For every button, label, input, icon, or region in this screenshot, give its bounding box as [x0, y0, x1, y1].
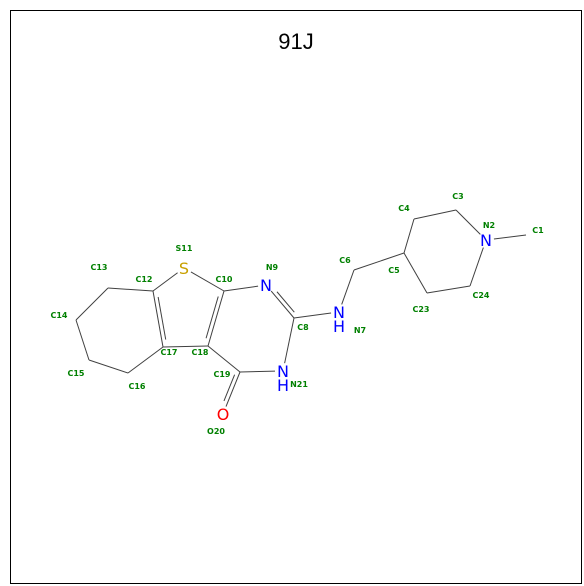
- molecule-title: 91J: [278, 29, 314, 54]
- atom-index-C14: C14: [50, 311, 67, 320]
- bond-C14-C15: [75, 319, 90, 361]
- bond-C12-C17: [157, 296, 167, 340]
- diagram-frame: 91J: [10, 10, 582, 584]
- atom-symbol-S11: S: [179, 259, 189, 278]
- bond-C8-N9: [276, 291, 295, 313]
- bond-N2-C3: [455, 209, 481, 235]
- bond-C8-N9: [270, 290, 295, 319]
- bond-C16-C17: [127, 346, 164, 374]
- bond-N9-C10: [223, 285, 259, 292]
- atom-index-C18: C18: [191, 348, 208, 357]
- bond-C19-O20: [223, 374, 236, 402]
- atom-index-C13: C13: [90, 263, 107, 272]
- atom-index-C3: C3: [452, 192, 463, 201]
- atom-index-N2: N2: [483, 221, 495, 230]
- atom-index-N21: N21: [290, 380, 308, 389]
- atom-index-C12: C12: [135, 275, 152, 284]
- atom-hydrogen-N7: H: [333, 317, 345, 336]
- atom-index-C10: C10: [215, 275, 232, 284]
- bond-lines: [75, 209, 527, 407]
- atom-index-C16: C16: [128, 382, 145, 391]
- bond-C24-N2: [469, 247, 484, 287]
- bond-C12-C17: [152, 290, 164, 348]
- atom-symbol-N9: N: [260, 276, 272, 295]
- atom-index-C4: C4: [398, 204, 410, 213]
- atom-index-C6: C6: [339, 256, 351, 265]
- bond-C19-O20: [225, 371, 241, 407]
- bond-C13-C14: [75, 287, 109, 321]
- atom-index-C24: C24: [472, 291, 489, 300]
- atom-index-C1: C1: [532, 226, 544, 235]
- atom-index-N9: N9: [266, 263, 279, 272]
- bond-C10-S11: [190, 271, 225, 292]
- atom-hydrogen-N21: H: [277, 376, 289, 395]
- atom-index-C23: C23: [412, 305, 429, 314]
- bond-C19-N21: [239, 370, 276, 373]
- bond-C23-C24: [426, 285, 471, 294]
- bond-C4-C5: [403, 218, 415, 254]
- bond-C18-C10: [205, 296, 219, 339]
- bond-S11-C12: [152, 272, 178, 292]
- bond-C12-C13: [107, 287, 154, 292]
- atom-symbol-N7: N: [333, 303, 345, 322]
- atom-index-C5: C5: [388, 266, 400, 275]
- atom-index-N7: N7: [354, 326, 366, 335]
- bond-C18-C19: [207, 345, 241, 373]
- atom-symbol-N21: N: [277, 362, 289, 381]
- atom-index-S11: S11: [176, 244, 193, 253]
- bond-C5-C23: [403, 252, 428, 294]
- atom-symbol-N2: N: [480, 231, 492, 250]
- bond-C5-C6: [353, 252, 405, 271]
- atom-index-C17: C17: [160, 348, 177, 357]
- atom-index-C15: C15: [67, 369, 84, 378]
- bond-C15-C16: [88, 359, 129, 374]
- bond-C3-C4: [413, 209, 457, 220]
- bond-N7-C8: [293, 312, 332, 319]
- bond-N21-C8: [284, 317, 295, 364]
- atom-symbol-O20: O: [217, 405, 230, 424]
- bond-C6-N7: [341, 269, 355, 305]
- atom-index-O20: O20: [207, 427, 225, 436]
- bond-C1-N2: [493, 234, 527, 240]
- bond-C18-C10: [207, 290, 225, 347]
- bond-C17-C18: [162, 345, 209, 348]
- atom-index-C8: C8: [297, 323, 309, 332]
- atom-index-C19: C19: [213, 370, 230, 379]
